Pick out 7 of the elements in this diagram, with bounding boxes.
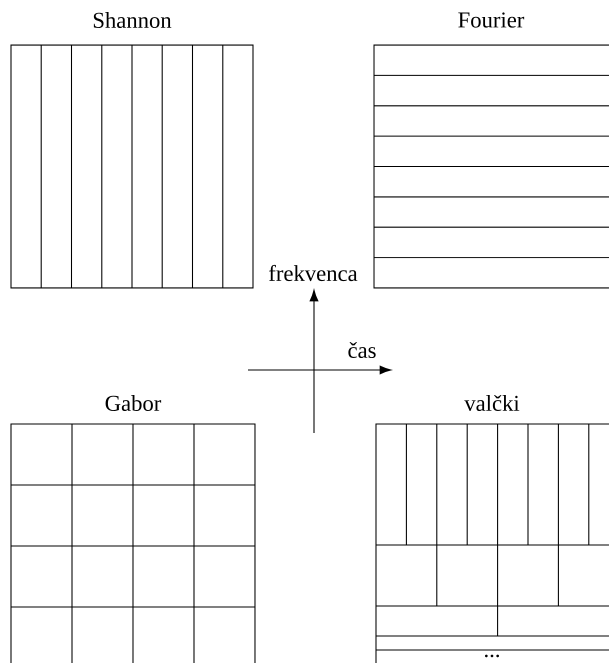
grid-title: Shannon	[94, 12, 172, 28]
axis-label: frekvenca	[267, 264, 359, 282]
dots: ...	[482, 653, 502, 659]
grid-title: valčki	[464, 395, 520, 411]
grid-title: Gabor	[106, 395, 162, 411]
grid-title: Fourier	[458, 12, 524, 28]
axis-label: čas	[346, 340, 378, 360]
